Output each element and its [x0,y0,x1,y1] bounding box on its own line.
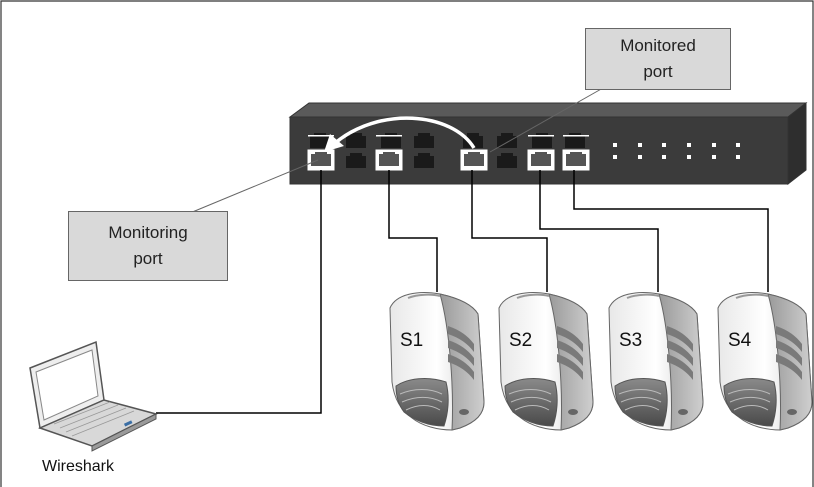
monitored-callout-pointer [489,87,604,153]
laptop-icon [29,340,159,452]
cable-s4 [573,170,769,292]
server-label-s1: S1 [400,330,424,351]
monitored-callout-line2: port [643,62,673,81]
monitoring-callout-line1: Monitoring [108,223,188,242]
monitored-port-callout: Monitored port [585,28,731,90]
cables [156,170,769,414]
monitored-callout-line1: Monitored [620,36,696,55]
server-label-s4: S4 [728,330,752,351]
monitoring-callout-pointer [189,159,319,214]
cable-s2 [471,170,548,292]
server-icon [717,291,813,431]
monitoring-callout-line2: port [133,249,163,268]
cable-laptop [156,170,322,414]
cable-s3 [539,170,659,292]
wireshark-label: Wireshark [42,458,115,475]
server-icon [498,291,594,431]
monitoring-port-callout: Monitoring port [68,211,228,281]
cable-s1 [388,170,438,292]
mirror-arrow-icon [324,116,476,152]
server-icon [608,291,704,431]
server-icon [389,291,485,431]
server-label-s2: S2 [509,330,533,351]
server-label-s3: S3 [619,330,643,351]
network-switch-icon [288,101,808,186]
